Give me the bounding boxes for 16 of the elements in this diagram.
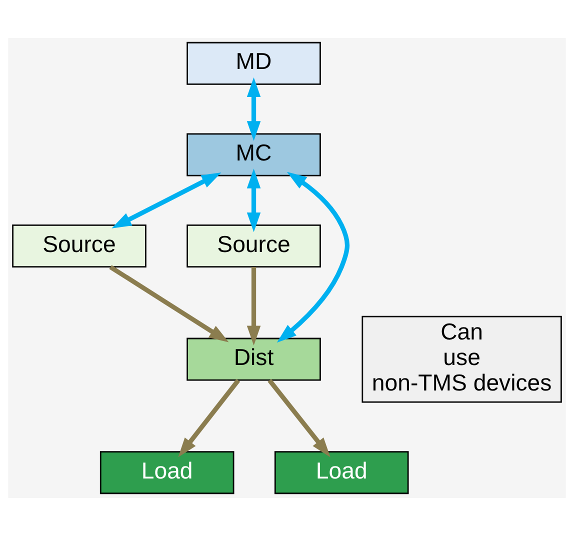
node-box: Can use non-TMS devices bbox=[362, 316, 562, 403]
arrow bbox=[112, 172, 222, 228]
node-box: MD bbox=[186, 42, 321, 85]
node-box: Load bbox=[274, 451, 409, 494]
arrow bbox=[246, 168, 261, 232]
node-box: Source bbox=[186, 224, 321, 268]
arrow bbox=[276, 172, 350, 343]
node-box: MC bbox=[186, 133, 321, 176]
arrow bbox=[246, 267, 261, 346]
arrow bbox=[178, 378, 240, 458]
node-box: Source bbox=[12, 224, 146, 268]
node-box: Load bbox=[100, 451, 234, 494]
arrow bbox=[268, 378, 330, 458]
node-box: Dist bbox=[186, 338, 321, 381]
arrow bbox=[109, 265, 229, 342]
arrow bbox=[246, 77, 261, 141]
